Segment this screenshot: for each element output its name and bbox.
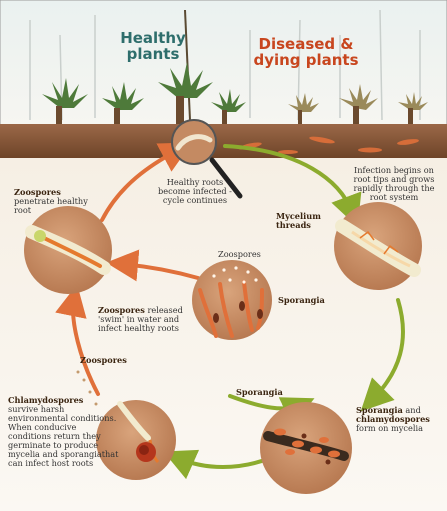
label-sporangia-center: Sporangia xyxy=(278,296,328,305)
label-mycelium-title: Mycelium threads xyxy=(276,211,321,230)
label-chlamydospores-text: survive harsh environmental conditions. … xyxy=(8,404,118,468)
label-zoospores-penetrate-text: penetrate healthy root xyxy=(14,196,88,215)
disc-zoospores-penetrate xyxy=(24,206,112,294)
title-diseased-plants: Diseased & dying plants xyxy=(250,36,362,68)
label-sporangia-form-text: form on mycelia xyxy=(356,423,423,433)
label-zoospores-center: Zoospores xyxy=(218,250,268,259)
label-mycelium: Mycelium threads xyxy=(276,212,356,230)
label-sporangia-lower-title: Sporangia xyxy=(236,387,283,397)
label-zoospores-left: Zoospores xyxy=(80,356,140,365)
label-chlamydospores: Chlamydospores survive harsh environment… xyxy=(8,396,120,468)
title-healthy-plants: Healthy plants xyxy=(108,30,198,62)
label-zoospores-left-title: Zoospores xyxy=(80,355,127,365)
soil-band xyxy=(0,124,447,158)
label-infection-begins: Infection begins on root tips and grows … xyxy=(352,166,436,202)
disc-center-sporangia xyxy=(192,260,272,340)
label-zoospores-penetrate: Zoospores penetrate healthy root xyxy=(14,188,90,215)
label-sporangia-center-title: Sporangia xyxy=(278,295,325,305)
label-healthy-roots: Healthy roots become infected - cycle co… xyxy=(152,178,238,205)
label-sporangia-lower: Sporangia xyxy=(236,388,296,397)
label-sporangia-form: Sporangia and chlamydospores form on myc… xyxy=(356,406,442,433)
label-zoospores-released: Zoospores released 'swim' in water and i… xyxy=(98,306,196,333)
disc-sporangia-chlamydospores xyxy=(260,402,352,494)
